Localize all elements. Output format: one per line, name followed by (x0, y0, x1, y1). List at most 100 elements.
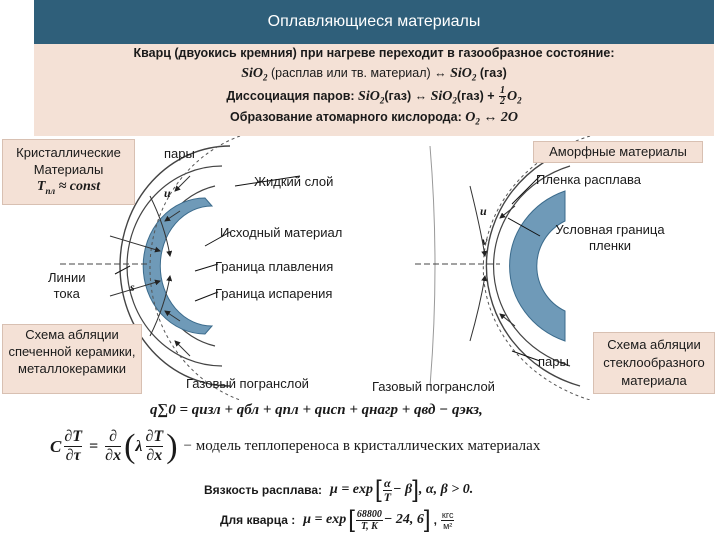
dT-dx-fraction: ∂T∂x (145, 428, 164, 465)
initial-material-label: Исходный материал (220, 225, 343, 240)
velocity-u-left: u (164, 186, 171, 200)
half-num: 1 (499, 85, 507, 97)
viscosity-label: Вязкость расплава: (204, 483, 323, 497)
leader-stream-lines (114, 265, 131, 275)
atomic-oxygen-result: ↔ 2O (479, 110, 518, 125)
crystalline-label: Кристаллические (16, 145, 121, 160)
melt-film-right (509, 190, 566, 342)
t-den: T (383, 489, 392, 504)
velocity-v-right: v (482, 234, 488, 248)
leader-melt-boundary (194, 263, 219, 272)
sio-subscript: 2 (452, 95, 457, 106)
amorphous-box: Аморфные материалы (533, 141, 703, 163)
page-title: Оплавляющиеся материалы (267, 13, 481, 30)
dissociation-equation: Диссоциация паров: SiO2(газ) ↔ SiO2(газ)… (34, 86, 714, 107)
quartz-num: 68800 (355, 508, 383, 521)
vapor-label-left: пары (164, 146, 195, 161)
sio2-equation: SiO2 (расплав или тв. материал) ↔ SiO2 (… (34, 66, 714, 83)
quartz-bracket-left: [ (348, 506, 355, 533)
vapor-arrow-4 (174, 340, 191, 357)
evap-boundary-label: Граница испарения (215, 286, 333, 301)
stream-line-4 (109, 279, 161, 297)
quartz-transition-text: Кварц (двуокись кремния) при нагреве пер… (133, 46, 615, 60)
dx-denominator: ∂x (105, 447, 122, 464)
o2-symbol-b: O (465, 110, 476, 125)
right-paren: ) (166, 427, 178, 465)
gas-layer-left-label: Газовый погранслой (186, 376, 309, 391)
stream-line-2 (149, 275, 173, 337)
ablation-diagram (60, 136, 591, 400)
heat-conduction-equation: C ∂T∂τ = ∂∂x ( λ ∂T∂x ) − модель теплопе… (50, 428, 540, 465)
heat-capacity-symbol: C (50, 436, 62, 456)
gas-layer-right-label: Газовый погранслой (372, 379, 495, 394)
stream-line-1 (149, 195, 173, 257)
sio2-symbol-b: SiO (450, 66, 472, 81)
stream-lines-label: Линии тока (48, 270, 86, 302)
sio2-subscript-c: 2 (379, 95, 385, 106)
dT-numerator-2: ∂T (145, 428, 164, 447)
o2-symbol: O (507, 88, 518, 104)
sio2-subscript: 2 (263, 72, 268, 83)
dissociation-label: Диссоциация паров: (226, 88, 359, 103)
dT-dtau-fraction: ∂T∂τ (64, 428, 83, 465)
state-text: (расплав или тв. материал) ↔ (267, 66, 451, 80)
liquid-layer-label: Жидкий слой (254, 174, 334, 189)
stream-lines-word2: тока (53, 286, 80, 301)
quartz-label: Для кварца : (220, 513, 296, 527)
alpha-num: α (382, 475, 393, 491)
beta-term: − β (393, 482, 413, 497)
evap-boundary-line (126, 165, 223, 367)
leader-liquid-layer (234, 175, 301, 187)
dx-denominator-2: ∂x (146, 447, 163, 464)
visc-bracket-left: [ (375, 476, 382, 503)
leader-evap-boundary (194, 291, 219, 302)
melting-temp-formula: Tпл ≈ const (3, 178, 134, 200)
vapor-arrow-2 (164, 210, 181, 222)
gas-plus-text: (газ) + (456, 88, 499, 103)
sio2-symbol-c: SiO (358, 88, 380, 104)
equals-sign: = (89, 437, 99, 455)
dT-numerator: ∂T (64, 428, 83, 447)
film-boundary-right (492, 165, 571, 367)
dtau-denominator: ∂τ (65, 447, 81, 464)
atomic-oxygen-equation: Образование атомарного кислорода: O2 ↔ 2… (34, 110, 714, 127)
melt-subscript: пл (45, 185, 56, 196)
vapor-label-right: пары (538, 354, 569, 369)
d-numerator: ∂ (105, 428, 122, 447)
outer-boundary-left (119, 145, 231, 387)
quartz-mu: μ = exp (303, 512, 347, 527)
gas-text: (газ) (476, 66, 507, 80)
velocity-u-right: u (480, 204, 487, 218)
leader-initial-material (204, 231, 231, 247)
quartz-constant: − 24, 6 (383, 512, 424, 527)
gas-arrow-text: (газ) ↔ (384, 88, 431, 103)
sio2-symbol: SiO (241, 66, 264, 81)
stream-line-6 (469, 275, 488, 342)
vapor-arrow-6 (499, 313, 516, 327)
ablation-ceramics-box: Схема абляции спеченной керамики, металл… (2, 324, 142, 394)
const-text: ≈ const (55, 179, 101, 194)
title-bar: Оплавляющиеся материалы (34, 0, 714, 44)
leader-melt-film (511, 175, 541, 205)
vapor-arrow-5 (499, 205, 516, 219)
left-paren: ( (124, 427, 136, 465)
quartz-bracket-right: ] (423, 506, 431, 533)
coordinate-s: s (130, 280, 135, 294)
temp-symbol: T (36, 179, 46, 194)
melt-boundary-label: Граница плавления (215, 259, 334, 274)
leader-conditional-boundary (507, 217, 541, 237)
stream-lines-word1: Линии (48, 270, 86, 285)
ablation-glass-box: Схема абляции стеклообразного материала (593, 332, 715, 394)
viscosity-condition: , α, β > 0. (418, 482, 474, 497)
vapor-arrow-1 (174, 175, 191, 192)
unit-den: м² (443, 520, 453, 531)
unit-num: кгс (440, 509, 455, 521)
quartz-den: T, K (360, 520, 378, 532)
gas-boundary-left (149, 136, 241, 400)
heat-model-description: − модель теплопереноса в кристаллических… (183, 438, 541, 454)
